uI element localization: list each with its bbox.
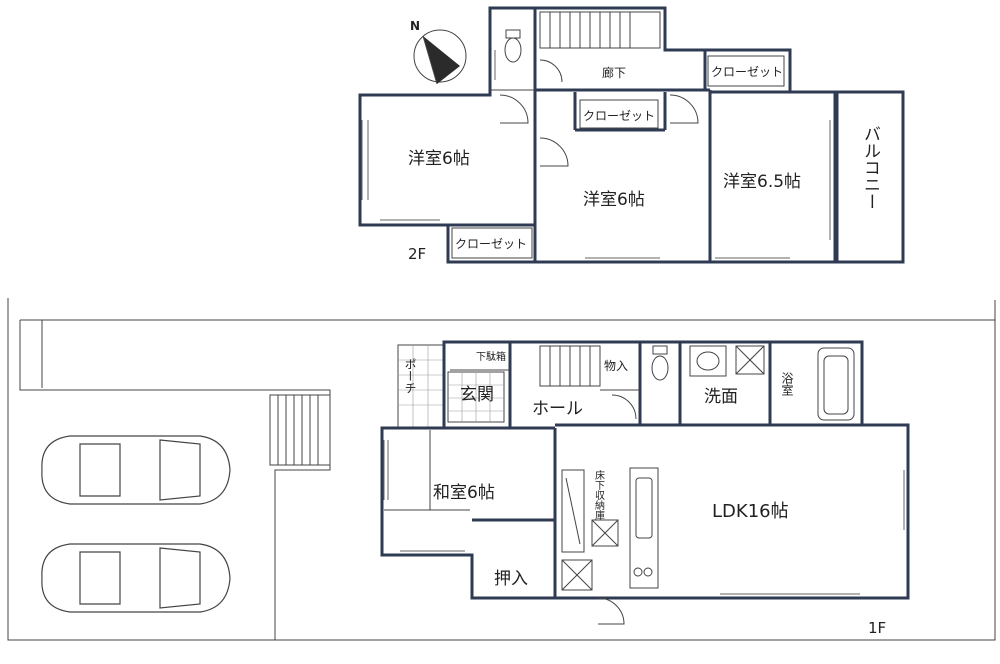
- room-label-western-mid: 洋室6帖: [583, 190, 645, 210]
- room-label-ldk: LDK16帖: [712, 501, 789, 522]
- toilet-icon: [504, 37, 522, 63]
- room-label-japanese-room: 和室6帖: [433, 483, 495, 503]
- bathtub-icon: [817, 347, 855, 421]
- car-icon: [41, 543, 231, 613]
- car-icon: [41, 435, 231, 505]
- room-label-underfloor-storage: 床下収納庫: [593, 469, 605, 521]
- room-label-western-right: 洋室6.5帖: [723, 172, 801, 192]
- entrance-tiles: [447, 371, 505, 423]
- room-label-bathroom: 浴室: [780, 372, 794, 396]
- balcony-outline: [835, 90, 905, 264]
- closet-top-right-box: [707, 55, 785, 87]
- floor-label-1f: 1F: [868, 619, 886, 637]
- room-label-oshiire: 押入: [494, 569, 528, 589]
- toilet-icon: [651, 355, 669, 381]
- room-label-entrance: 玄関: [460, 385, 494, 405]
- compass-icon: N: [410, 19, 467, 85]
- room-label-balcony: バルコニー: [860, 125, 880, 210]
- room-label-closet-top-right: クローゼット: [711, 65, 783, 79]
- washbasin-icon: [689, 345, 727, 377]
- floor-1-plan: ポーチ 玄関 下駄箱 ホール 物入 洗面 浴室 和室6帖 押入 床下収納庫 LD…: [7, 298, 996, 641]
- stairs-2f: [539, 11, 661, 49]
- exterior-stairs: [269, 394, 331, 466]
- room-label-western-left: 洋室6帖: [408, 149, 470, 169]
- room-label-hall: ホール: [532, 399, 583, 419]
- room-label-washroom: 洗面: [704, 387, 738, 407]
- room-label-corridor: 廊下: [602, 65, 626, 80]
- stairs-1f: [539, 345, 601, 387]
- floor-label-2f: 2F: [408, 245, 426, 263]
- compass-north-label: N: [410, 19, 420, 33]
- closet-bottom-left-box: [451, 227, 533, 259]
- room-label-closet-bottom-left: クローゼット: [455, 237, 527, 251]
- room-label-porch: ポーチ: [403, 358, 417, 394]
- kitchen-counter: [629, 467, 659, 589]
- room-label-storage: 物入: [604, 359, 628, 373]
- underfloor-storage-box: [591, 519, 619, 547]
- room-label-shoe-box: 下駄箱: [476, 350, 506, 363]
- floor-2-plan: N バルコニー: [358, 6, 905, 264]
- room-label-closet-mid: クローゼット: [583, 109, 655, 123]
- closet-mid-box: [579, 99, 659, 129]
